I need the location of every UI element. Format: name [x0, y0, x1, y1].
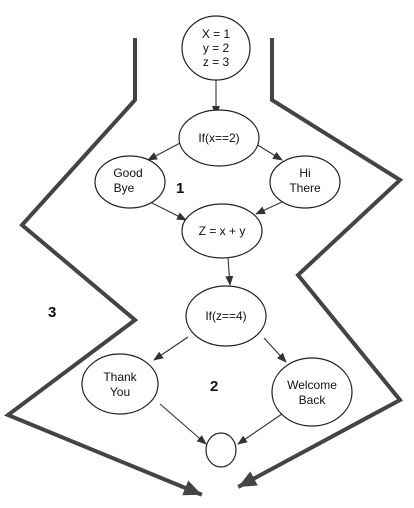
- node-cond2: If(z==4): [185, 285, 267, 347]
- edge-thankyou-end: [159, 403, 207, 445]
- node-hithere-line-1: Hi: [299, 166, 310, 180]
- edges: [147, 80, 287, 445]
- region-label-1: 1: [176, 180, 184, 197]
- edge-cond1-hithere: [255, 143, 283, 161]
- node-thankyou-line-1: Thank: [103, 370, 137, 384]
- edge-cond2-thankyou: [153, 336, 189, 361]
- edge-cond1-goodbye: [147, 141, 183, 161]
- node-goodbye: Good Bye: [94, 155, 166, 209]
- node-cond1-label: If(x==2): [198, 131, 239, 145]
- node-assign-line-1: X = 1: [202, 27, 231, 41]
- edge-welcome-end: [237, 413, 283, 445]
- node-end: [205, 432, 237, 468]
- node-cond1: If(x==2): [178, 109, 260, 167]
- region-label-2: 2: [210, 378, 218, 395]
- node-welcome-line-2: Back: [299, 393, 327, 407]
- region-label-3: 3: [48, 304, 56, 321]
- node-thankyou: Thank You: [81, 353, 159, 415]
- edge-hithere-sum: [255, 201, 283, 215]
- node-cond2-label: If(z==4): [205, 309, 246, 323]
- node-sum-label: Z = x + y: [199, 224, 246, 238]
- edge-sum-cond2: [225, 257, 234, 286]
- node-welcome-line-1: Welcome: [287, 378, 337, 392]
- node-assign: X = 1 y = 2 z = 3: [181, 15, 251, 81]
- node-sum: Z = x + y: [181, 203, 263, 259]
- node-assign-line-2: y = 2: [203, 41, 230, 55]
- right-boundary-line: [237, 38, 404, 489]
- node-goodbye-line-1: Good: [113, 166, 142, 180]
- edge-cond2-welcome: [263, 337, 287, 363]
- left-boundary-line: [3, 38, 203, 497]
- node-welcome: Welcome Back: [271, 357, 353, 427]
- node-hithere-line-2: There: [289, 181, 321, 195]
- node-hithere: Hi There: [269, 155, 341, 209]
- node-assign-line-3: z = 3: [203, 55, 230, 69]
- node-thankyou-line-2: You: [110, 385, 130, 399]
- edge-goodbye-sum: [149, 201, 187, 221]
- node-goodbye-line-2: Bye: [114, 181, 135, 195]
